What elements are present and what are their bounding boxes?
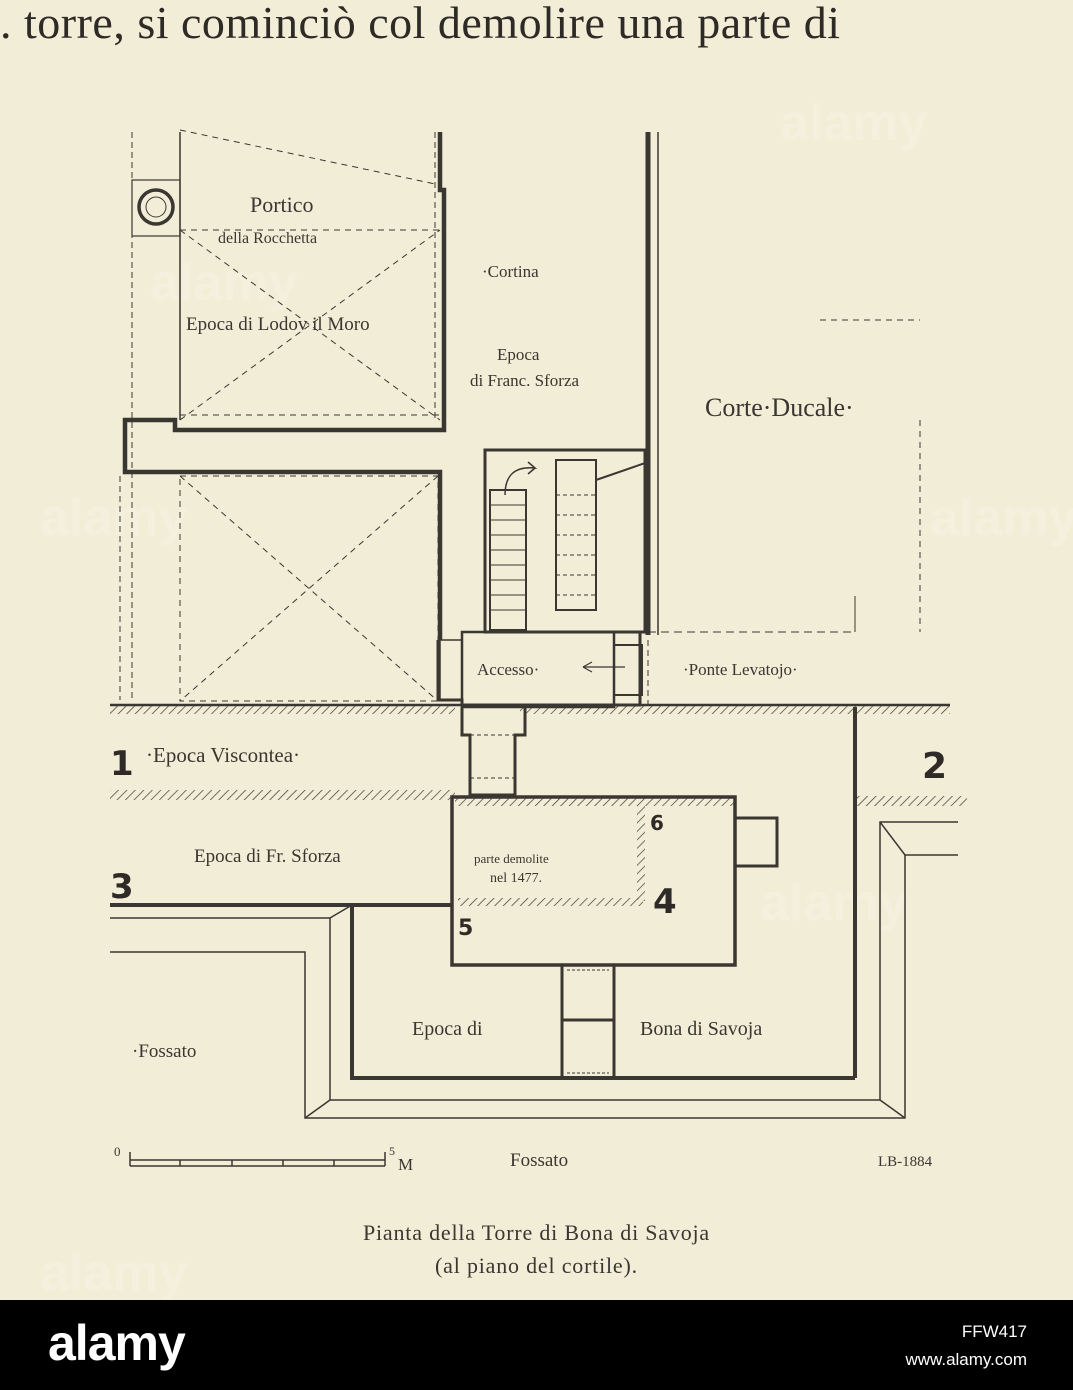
label-epoca-viscontea: ·Epoca Viscontea· <box>146 743 300 767</box>
tower-structure <box>110 703 950 1080</box>
label-epoca-fr-sforza: Epoca di Fr. Sforza <box>194 846 341 867</box>
image-id: FFW417 <box>961 1322 1027 1341</box>
label-epoca-di: Epoca di <box>412 1018 483 1040</box>
section-numbers: 1 2 3 4 5 6 <box>110 744 947 941</box>
section-number: 6 <box>650 811 664 835</box>
moat-outline <box>110 821 958 1119</box>
label-portico: Portico <box>250 192 314 217</box>
scale-five: 5 <box>389 1144 395 1158</box>
hatched-bands <box>110 704 967 906</box>
label-nel-1477: nel 1477. <box>490 871 542 886</box>
scale-bar <box>129 1152 386 1167</box>
portico-block <box>122 129 447 700</box>
watermark-text: alamy <box>150 254 298 312</box>
label-parte-demolite: parte demolite <box>474 851 549 866</box>
watermark-text: alamy <box>40 489 188 547</box>
label-accesso: Accesso· <box>477 660 539 679</box>
cortina-and-stairs <box>436 132 659 707</box>
label-rocchetta: della Rocchetta <box>218 230 317 247</box>
section-number: 4 <box>653 882 677 922</box>
label-corte-ducale: Corte·Ducale· <box>705 393 854 422</box>
entrance-arrow-icon <box>582 661 593 673</box>
scale-zero: 0 <box>114 1144 121 1159</box>
label-epoca-franc-2: di Franc. Sforza <box>470 371 580 390</box>
section-number: 2 <box>922 746 947 787</box>
lower-left-hall <box>119 475 439 702</box>
label-epoca-lodov: Epoca di Lodov il Moro <box>186 314 370 335</box>
scale-unit: M <box>398 1155 413 1174</box>
body-text-line: . torre, si cominciò col demolire una pa… <box>0 0 841 48</box>
label-cortina: ·Cortina <box>482 262 539 281</box>
watermark-text: alamy <box>760 874 908 932</box>
floor-plan: alamy alamy alamy alamy alamy alamy <box>40 94 1073 1300</box>
stair-arrow-icon <box>504 461 538 496</box>
figure-caption: Pianta della Torre di Bona di Savoja (al… <box>0 1216 1073 1282</box>
label-fossato-bottom: Fossato <box>510 1150 568 1171</box>
plan-labels: Portico della Rocchetta Epoca di Lodov i… <box>114 192 933 1174</box>
watermark-text: alamy <box>780 94 928 152</box>
section-number: 5 <box>458 916 473 941</box>
label-ponte-levatojo: ·Ponte Levatojo· <box>683 660 798 679</box>
site-url[interactable]: www.alamy.com <box>905 1350 1027 1369</box>
watermarks: alamy alamy alamy alamy alamy alamy <box>40 94 1073 1300</box>
stock-footer-bar: alamy FFW417 www.alamy.com <box>0 1300 1073 1390</box>
watermark-text: alamy <box>930 489 1073 547</box>
signature: LB-1884 <box>878 1154 933 1170</box>
column-icon <box>137 188 175 226</box>
label-bona: Bona di Savoja <box>640 1018 762 1040</box>
caption-line-2: (al piano del cortile). <box>435 1253 638 1278</box>
label-epoca-franc: Epoca <box>497 345 540 364</box>
watermark-text: alamy <box>40 1244 188 1300</box>
section-number: 3 <box>110 867 134 907</box>
caption-line-1: Pianta della Torre di Bona di Savoja <box>362 1220 710 1245</box>
section-number: 1 <box>110 744 134 784</box>
label-fossato-left: ·Fossato <box>132 1041 196 1062</box>
brand-logo: alamy <box>48 1315 186 1371</box>
scanned-page: . torre, si cominciò col demolire una pa… <box>0 0 1073 1300</box>
